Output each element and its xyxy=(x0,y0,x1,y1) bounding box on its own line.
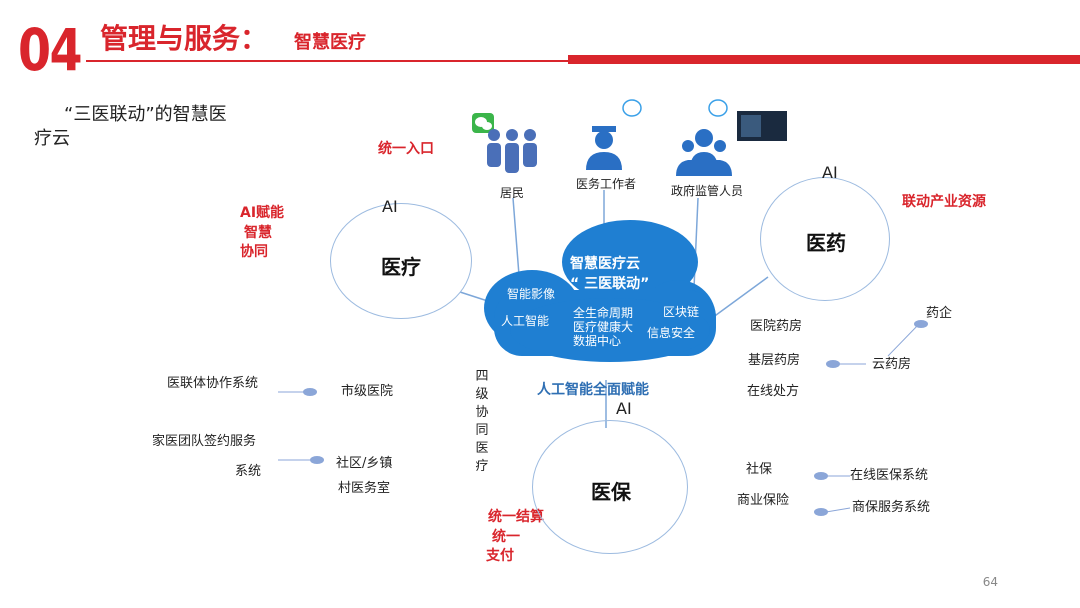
intro-line-2: 疗云 xyxy=(34,128,70,149)
label-settle-3: 支付 xyxy=(486,548,514,564)
cloud-item-bigdata-3: 数据中心 xyxy=(573,334,622,348)
cloud-title-1: 智慧医疗云 xyxy=(570,256,640,272)
label-unified-entry: 统一入口 xyxy=(378,141,434,157)
bullet-dot xyxy=(814,508,828,516)
chat-bubble-icon-1 xyxy=(622,99,642,117)
pharma-primary-pharmacy: 基层药房 xyxy=(748,353,801,368)
bullet-dot xyxy=(310,456,324,464)
gov-staff-icon xyxy=(676,129,732,176)
section-title: 管理与服务： xyxy=(100,22,269,55)
label-settle-1: 统一结算 xyxy=(488,509,544,525)
pharma-cloud-pharmacy: 云药房 xyxy=(872,357,912,372)
medical-circle xyxy=(330,203,472,319)
cloud-item-imaging: 智能影像 xyxy=(507,287,556,301)
pharma-circle xyxy=(760,177,890,301)
chat-bubble-icon-2 xyxy=(708,99,728,117)
cloud-item-ai: 人工智能 xyxy=(501,314,550,328)
pharma-hospital-pharmacy: 医院药房 xyxy=(750,319,803,334)
left-city-hospital: 市级医院 xyxy=(341,384,394,399)
insurance-commercial: 商业保险 xyxy=(737,493,790,508)
label-ai-empower-1: AI赋能 xyxy=(240,205,285,221)
cloud-title-2: “ 三医联动” xyxy=(570,276,650,292)
four-level-label: 四级协同医疗 xyxy=(475,369,489,474)
connector-pharma-circle xyxy=(711,276,769,319)
label-ai-empower-2: 智慧 xyxy=(244,225,272,241)
insurance-circle xyxy=(532,420,688,554)
residents-icon xyxy=(487,129,537,173)
pharma-circle-label: 医药 xyxy=(806,231,846,255)
section-subtitle: 智慧医疗 xyxy=(294,32,366,53)
insurance-social-security: 社保 xyxy=(746,462,773,477)
page-number: 64 xyxy=(982,575,998,589)
insurance-circle-label: 医保 xyxy=(591,480,631,504)
intro-text: “三医联动”的智慧医 疗云 xyxy=(34,103,254,151)
label-ai-empower-3: 协同 xyxy=(240,244,268,260)
pharma-company: 药企 xyxy=(926,306,953,321)
doctor-icon xyxy=(586,126,622,170)
label-settle-2: 统一 xyxy=(492,529,520,545)
insurance-ai-label: AI xyxy=(616,399,632,418)
actor-residents-label: 居民 xyxy=(500,186,525,200)
insurance-commercial-system: 商保服务系统 xyxy=(852,500,931,515)
pharma-online-prescription: 在线处方 xyxy=(747,384,800,399)
cloud-shape xyxy=(484,220,716,362)
bullet-dot xyxy=(814,472,828,480)
bullet-dot xyxy=(914,320,928,328)
medical-circle-label: 医疗 xyxy=(381,255,421,279)
bullet-dot xyxy=(303,388,317,396)
header-rule-thick xyxy=(568,55,1080,64)
section-number: 04 xyxy=(18,16,83,84)
medical-ai-label: AI xyxy=(382,197,398,216)
pharma-ai-label: AI xyxy=(822,163,838,182)
left-alliance-system: 医联体协作系统 xyxy=(167,376,259,391)
left-community-1: 社区/乡镇 xyxy=(336,456,393,471)
intro-line-1: “三医联动”的智慧医 xyxy=(64,104,227,125)
actor-gov-label: 政府监管人员 xyxy=(671,184,744,198)
left-community-2: 村医务室 xyxy=(338,481,391,496)
bullet-dot xyxy=(826,360,840,368)
actor-medical-staff-label: 医务工作者 xyxy=(576,177,637,191)
ai-empower-all-label: 人工智能全面赋能 xyxy=(537,382,649,398)
insurance-online-system: 在线医保系统 xyxy=(850,468,929,483)
label-linked-industry: 联动产业资源 xyxy=(902,194,986,210)
header-rule-thin xyxy=(86,60,568,62)
left-family-doctor-2: 系统 xyxy=(235,464,262,479)
left-family-doctor-1: 家医团队签约服务 xyxy=(152,434,257,449)
cloud-item-blockchain: 区块链 xyxy=(663,305,700,319)
cloud-item-security: 信息安全 xyxy=(647,326,696,340)
cloud-item-bigdata-2: 医疗健康大 xyxy=(573,320,634,334)
cloud-item-bigdata-1: 全生命周期 xyxy=(573,306,634,320)
